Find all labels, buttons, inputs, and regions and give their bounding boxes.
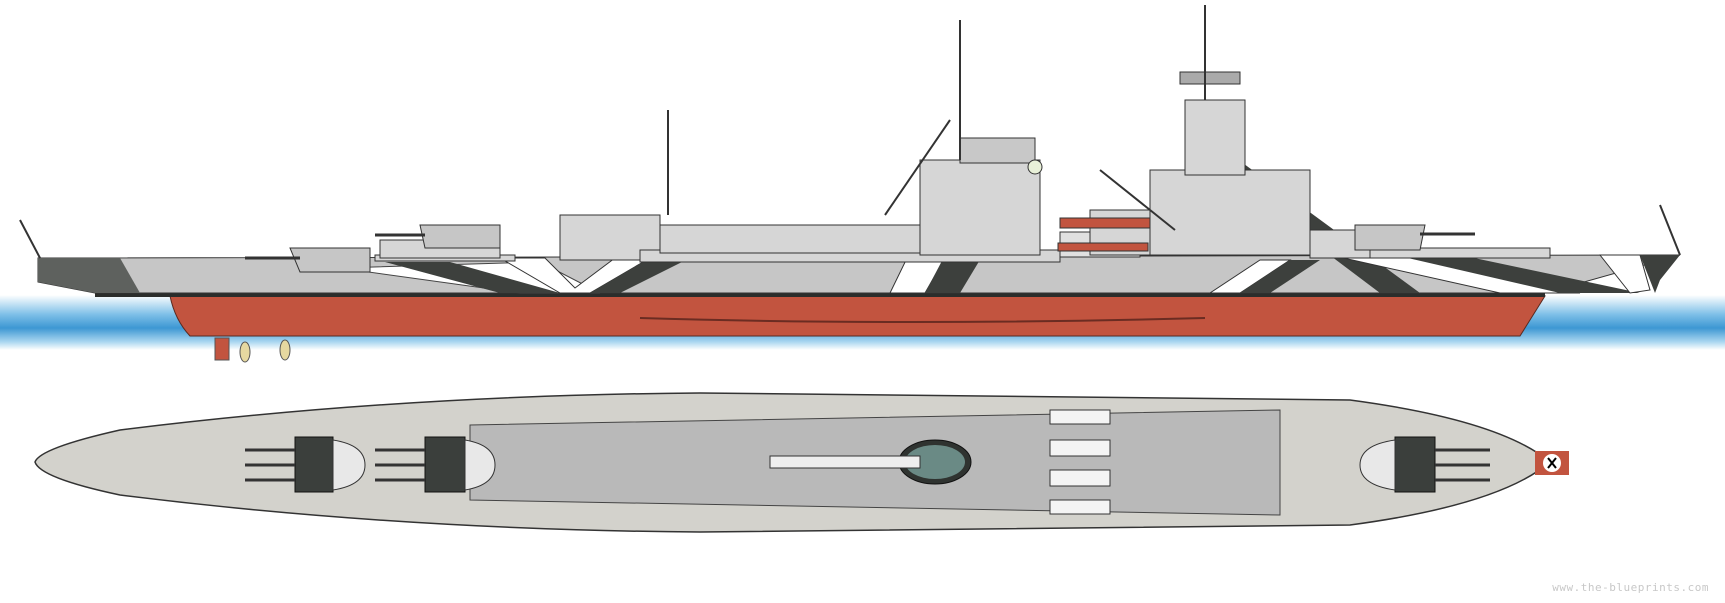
national-marking bbox=[1535, 451, 1569, 475]
gun-turret bbox=[289, 224, 1426, 273]
ship-boats bbox=[1049, 409, 1111, 515]
gun-barrel bbox=[245, 232, 1475, 260]
bilge-keel bbox=[639, 317, 1206, 323]
gun-turret bbox=[294, 436, 1436, 493]
watermark-text: www.the-blueprints.com bbox=[1552, 581, 1709, 594]
propeller-icon bbox=[214, 337, 291, 363]
top-plan-view bbox=[34, 392, 1569, 533]
gun-barrel bbox=[245, 448, 1490, 482]
turret-roof bbox=[332, 439, 1396, 491]
side-profile-view bbox=[0, 5, 1725, 363]
mast bbox=[19, 5, 1681, 259]
underwater-hull bbox=[169, 295, 1546, 337]
superstructure bbox=[374, 71, 1551, 263]
boat-red bbox=[1057, 242, 1149, 252]
boat-red bbox=[1059, 217, 1151, 229]
aircraft-catapult bbox=[769, 455, 921, 469]
searchlight bbox=[1027, 159, 1043, 175]
